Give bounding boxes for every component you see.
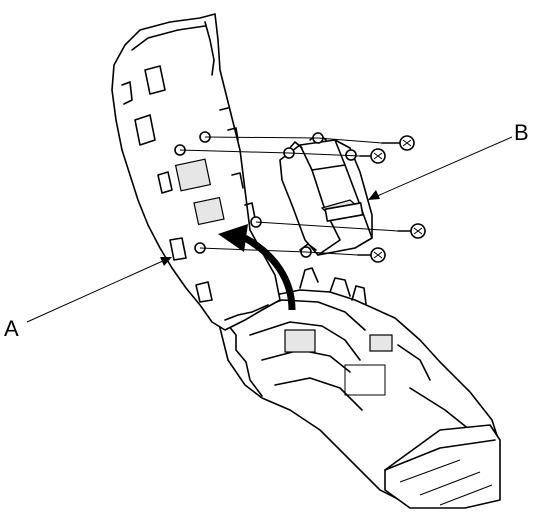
screw [381, 135, 415, 151]
screw [359, 148, 386, 164]
callout-leader-a [26, 257, 172, 323]
callout-leader-b [368, 136, 513, 200]
install-direction-arrow [218, 224, 296, 311]
alignment-lines [179, 136, 399, 256]
screw [357, 247, 386, 263]
rear-bracket-box [384, 424, 501, 509]
control-unit-b [279, 132, 373, 258]
callout-label-a: A [4, 316, 19, 341]
screw [397, 223, 426, 239]
trim-panel-a [111, 13, 281, 331]
callout-label-b: B [514, 120, 529, 145]
